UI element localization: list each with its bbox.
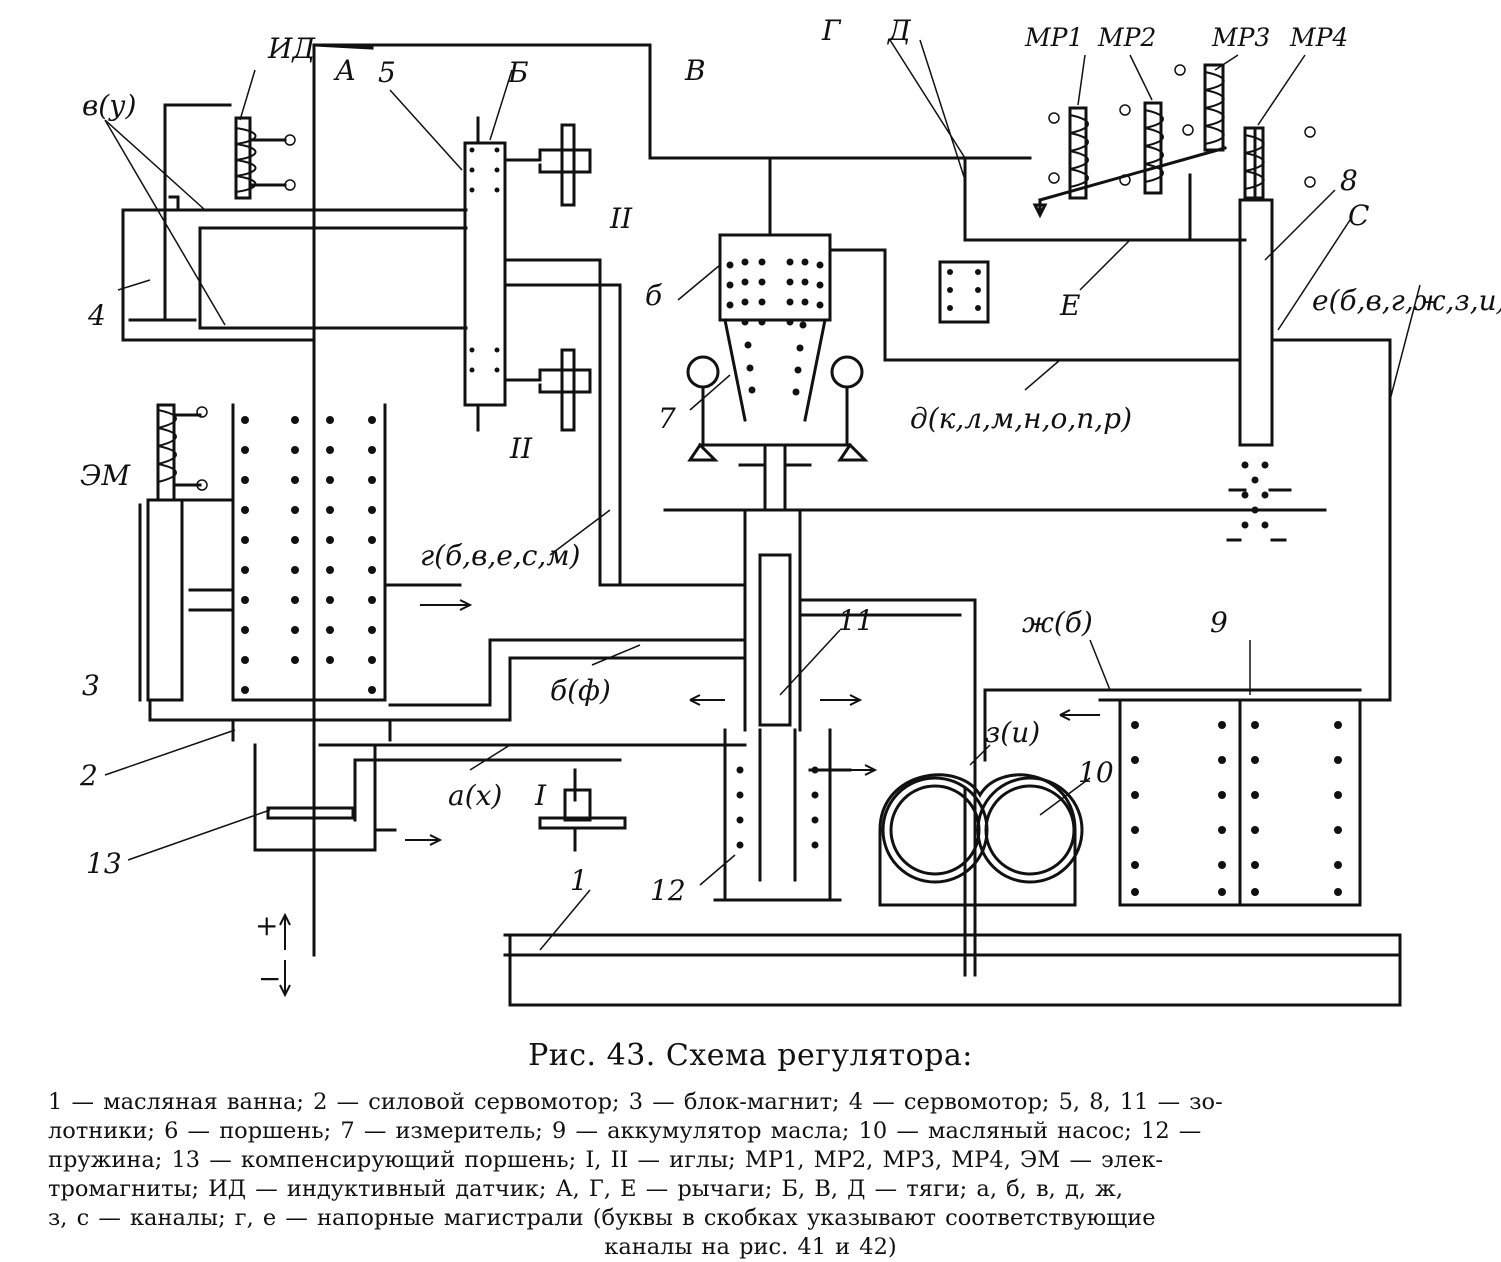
label-V: В [684,54,706,87]
piston-6-housing [718,233,832,322]
caption-line: 1 — масляная ванна; 2 — силовой сервомот… [48,1089,1223,1115]
channel-e [1270,338,1392,702]
label-MP1: МР1 [1024,23,1083,52]
label-7: 7 [658,402,676,435]
label-bf: б(ф) [550,674,611,707]
electromagnet-MP1 [1068,106,1088,200]
label-4: 4 [87,299,106,332]
label-I: I [534,779,547,812]
caption-line: з, с — каналы; г, е — напорные магистрал… [48,1205,1156,1231]
needle-II-top [518,148,592,174]
label-ID: ИД [267,32,316,65]
label-MP2: МР2 [1097,23,1156,52]
spring-dots [241,147,1342,896]
label-e-channels: е(б,в,г,ж,з,и) [1312,284,1501,317]
valve-8 [1238,198,1274,447]
label-C: С [1348,199,1369,232]
label-12: 12 [650,874,686,907]
label-8: 8 [1340,164,1358,197]
label-11: 11 [838,604,874,637]
label-d-channels: д(к,л,м,н,о,п,р) [910,402,1132,435]
figure-caption-title: Рис. 43. Схема регулятора: [528,1038,973,1073]
oil-pump-10-housing [878,773,1077,907]
flyweight-left [686,355,720,389]
label-2: 2 [79,759,98,792]
piston-D-block [938,260,990,324]
caption-line: лотники; 6 — поршень; 7 — измеритель; 9 … [48,1118,1202,1144]
label-zi: з(и) [985,716,1040,749]
spring-12-dots [736,766,819,849]
electromagnet-MP2 [1143,101,1163,195]
label-9: 9 [1210,606,1228,639]
label-plus: + [255,909,278,942]
label-G: Г [821,14,842,47]
lever-G [1038,146,1227,242]
block-D-dots [947,269,981,311]
caption-line: тромагниты; ИД — индуктивный датчик; А, … [48,1176,1123,1202]
label-E: Е [1059,289,1080,322]
figure-caption-body: 1 — масляная ванна; 2 — силовой сервомот… [48,1088,1453,1262]
electromagnet-EM [156,403,176,502]
channel-bf [388,638,747,707]
channel-g-path [503,258,747,587]
oil-bath-1 [503,933,1402,1007]
label-II-bottom: II [509,432,533,465]
power-servomotor-2 [231,403,387,702]
label-ax: а(х) [448,779,502,812]
needle-II-bottom [518,368,592,394]
channel-E [963,156,1247,242]
label-5: 5 [378,56,396,89]
valve-11-body [743,508,802,732]
piston-6-dots [726,258,824,396]
flyweight-right [830,355,864,389]
servo4-bracket [168,195,180,212]
valve-5-dots [469,147,500,373]
label-EM: ЭМ [80,459,131,492]
label-3: 3 [82,669,100,702]
regulator-schematic: ИД А 5 Б В Г Д МР1 МР2 МР3 МР4 в(у) 4 II… [79,14,1501,1007]
label-g-channels: г(б,в,е,с,м) [420,539,580,572]
label-minus: − [258,962,281,995]
label-10: 10 [1078,756,1114,789]
servomotor-2-dots [241,416,376,694]
servomotor-4 [121,208,316,342]
channel-ax [318,743,747,822]
flow-arrows [279,599,1100,998]
pump-gear-left [881,776,989,884]
servo4-frame [163,103,232,322]
label-6: б [645,279,663,312]
label-1: 1 [570,864,588,897]
channel-d [828,248,1242,362]
label-II-top: II [609,202,633,235]
channel-vy-lower [198,226,468,330]
label-B: Б [507,56,529,89]
measurer-7-cone [723,318,827,422]
valve-8-dots [1241,461,1269,529]
channel-zh [798,598,977,972]
label-13: 13 [86,847,122,880]
label-A: А [333,54,356,87]
valve-5 [463,141,507,407]
label-zh: ж(б) [1022,606,1093,639]
accumulator-9-dots [1131,721,1342,896]
label-vy: в(у) [82,89,136,122]
blok-magnit-3 [146,498,184,702]
caption-line: каналы на рис. 41 и 42) [604,1234,897,1260]
leader-lines [104,39,1421,951]
inductive-sensor [234,116,252,200]
lever-A [312,43,374,50]
label-MP3: МР3 [1211,23,1270,52]
label-D: Д [886,14,912,47]
comp-piston-13 [253,743,377,852]
spring-12-housing [723,728,832,902]
needle-I [538,768,627,852]
label-MP4: МР4 [1289,23,1348,52]
pump-gear-right [976,776,1084,884]
main-rod [312,43,1032,957]
caption-line: пружина; 13 — компенсирующий поршень; I,… [48,1147,1163,1173]
